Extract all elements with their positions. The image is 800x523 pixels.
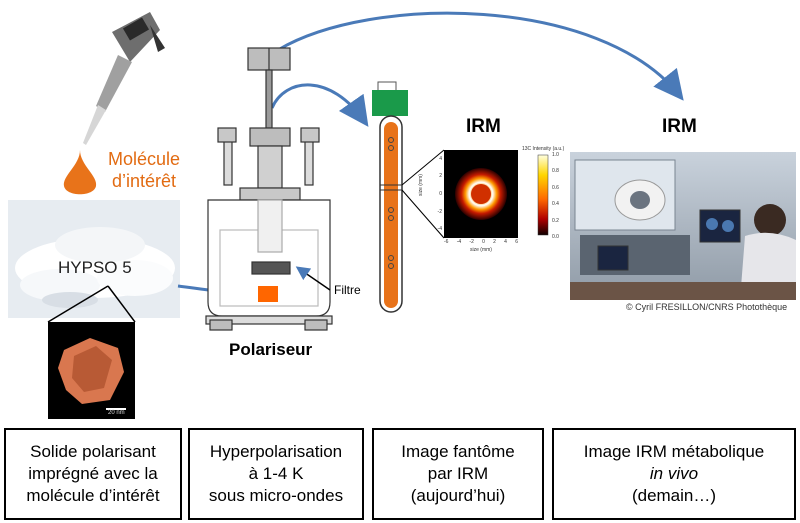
- caption-line: Image fantôme: [401, 442, 515, 461]
- colorbar-tick: 0.2: [552, 217, 559, 224]
- x-tick: 2: [493, 239, 496, 245]
- x-tick: 4: [504, 239, 507, 245]
- colorbar-tick: 0.0: [552, 233, 559, 240]
- filtre-label: Filtre: [334, 283, 361, 297]
- y-tick: 4: [439, 155, 442, 162]
- caption-line: Image IRM métabolique: [583, 442, 765, 461]
- phantom-x-axis-label: size (mm): [470, 247, 492, 253]
- x-tick: -4: [456, 239, 462, 245]
- colorbar-ticks: 1.0 0.8 0.6 0.4 0.2 0.0: [552, 152, 566, 240]
- pipette-icon: [83, 12, 165, 145]
- caption-box-in-vivo: Image IRM métabolique in vivo (demain…): [552, 428, 796, 520]
- mri-room-photo: [570, 152, 796, 300]
- arrow-polariser-to-tube: [270, 83, 369, 127]
- caption-line: Hyperpolarisation: [209, 442, 343, 461]
- hypso-powder-image: [8, 200, 180, 318]
- colorbar-tick: 0.6: [552, 184, 559, 191]
- x-tick: 0: [482, 239, 485, 245]
- y-tick: 0: [439, 190, 442, 197]
- scale-bar-label: 20 nm: [108, 410, 125, 416]
- y-tick: 2: [439, 173, 442, 180]
- molecule-label-line2: d’intérêt: [111, 171, 177, 191]
- caption-line: (aujourd’hui): [410, 486, 506, 505]
- y-tick: -2: [437, 208, 442, 215]
- x-tick: -6: [444, 239, 449, 245]
- phantom-y-ticks: 4 2 0 -2 -4: [434, 150, 442, 238]
- molecule-drop-icon: [63, 150, 97, 195]
- colorbar-tick: 0.4: [552, 201, 559, 208]
- phantom-x-ticks: -6 -4 -2 0 2 4 6: [444, 239, 518, 245]
- caption-line: imprégné avec la: [28, 464, 158, 483]
- irm-phantom-label: IRM: [466, 116, 501, 137]
- x-tick: -2: [469, 239, 474, 245]
- caption-line: molécule d’intérêt: [26, 486, 160, 505]
- irm-invivo-label: IRM: [662, 116, 697, 137]
- caption-line: (demain…): [631, 486, 717, 505]
- phantom-mri-image: [444, 150, 549, 238]
- polariseur-label: Polariseur: [229, 340, 313, 359]
- caption-line: sous micro-ondes: [208, 486, 344, 505]
- phantom-y-axis-label: size (mm): [418, 174, 424, 196]
- caption-line: par IRM: [427, 464, 489, 483]
- polariser-apparatus: [205, 47, 333, 331]
- caption-box-solid: Solide polarisant imprégné avec la moléc…: [4, 428, 182, 520]
- x-tick: 6: [515, 239, 518, 245]
- colorbar-tick: 0.8: [552, 168, 559, 175]
- caption-line: Solide polarisant: [30, 442, 156, 461]
- molecule-label-line1: Molécule: [107, 149, 181, 169]
- caption-line: in vivo: [649, 464, 699, 483]
- colorbar-tick: 1.0: [552, 152, 559, 158]
- molecule-label: Molécule d’intérêt: [94, 148, 194, 192]
- micro-structure-image: [48, 322, 135, 419]
- caption-box-hyperpolarisation: Hyperpolarisation à 1-4 K sous micro-ond…: [188, 428, 364, 520]
- sample-tube: [372, 81, 408, 313]
- caption-line: à 1-4 K: [248, 464, 304, 483]
- hypso-label: HYPSO 5: [58, 258, 132, 277]
- photo-credit: © Cyril FRESILLON/CNRS Photothèque: [626, 302, 788, 312]
- caption-box-phantom: Image fantôme par IRM (aujourd’hui): [372, 428, 544, 520]
- colorbar-title: 13C Intensity (a.u.): [522, 146, 565, 152]
- y-tick: -4: [437, 226, 442, 233]
- arrow-polariser-to-mri: [277, 11, 684, 101]
